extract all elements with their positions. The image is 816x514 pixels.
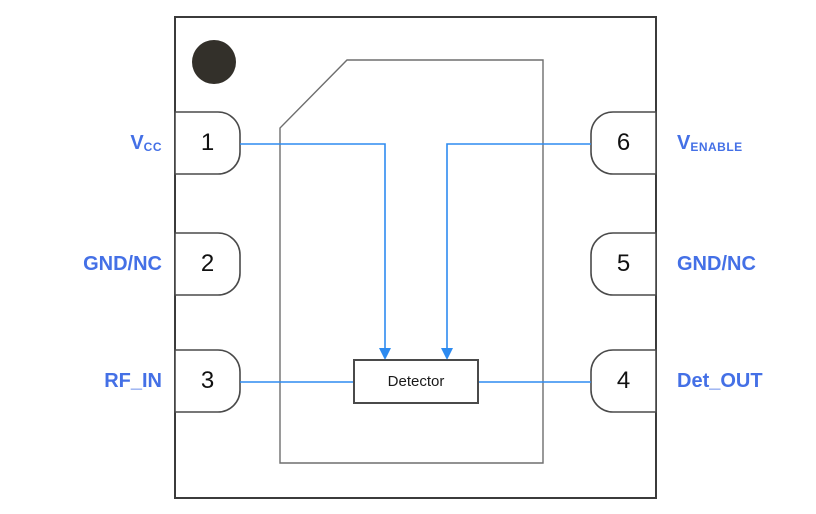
pin-number-4: 4 <box>616 367 631 394</box>
detector-block-label: Detector <box>387 373 445 390</box>
pin-label-gndnc-right-main: GND/NC <box>677 253 756 275</box>
pin-number-1: 1 <box>200 129 215 156</box>
die-outline <box>279 59 544 464</box>
pin-label-gndnc-left: GND/NC <box>20 249 162 279</box>
pin-label-gndnc-right: GND/NC <box>677 249 812 279</box>
vcc-wire <box>240 143 386 350</box>
detector-box <box>353 359 479 404</box>
venable-arrowhead-icon <box>441 348 453 360</box>
pin-label-rfin: RF_IN <box>20 366 162 396</box>
pin-pad-5 <box>590 232 657 296</box>
pin-pad-3 <box>174 349 241 413</box>
pin-label-gndnc-left-main: GND/NC <box>83 253 162 275</box>
pin-pad-4 <box>590 349 657 413</box>
pin-label-vcc-main: V <box>130 132 144 154</box>
pin-label-rfin-main: RF_IN <box>104 370 162 392</box>
pin-pad-1 <box>174 111 241 175</box>
pin-number-2: 2 <box>200 250 215 277</box>
pin-pad-2 <box>174 232 241 296</box>
package-outline <box>174 16 657 499</box>
pin1-indicator-dot <box>192 40 236 84</box>
vcc-arrowhead-icon <box>379 348 391 360</box>
venable-wire <box>446 143 591 350</box>
pin-number-3: 3 <box>200 367 215 394</box>
pin-label-vcc-sub: CC <box>143 140 162 154</box>
pin-pad-6 <box>590 111 657 175</box>
pin-number-6: 6 <box>616 129 631 156</box>
pin-label-venable-main: V <box>677 132 691 154</box>
pin-label-detout: Det_OUT <box>677 366 812 396</box>
pin-label-venable-sub: ENABLE <box>690 140 743 154</box>
pin-number-5: 5 <box>616 250 631 277</box>
pin-label-detout-main: Det_OUT <box>677 370 763 392</box>
